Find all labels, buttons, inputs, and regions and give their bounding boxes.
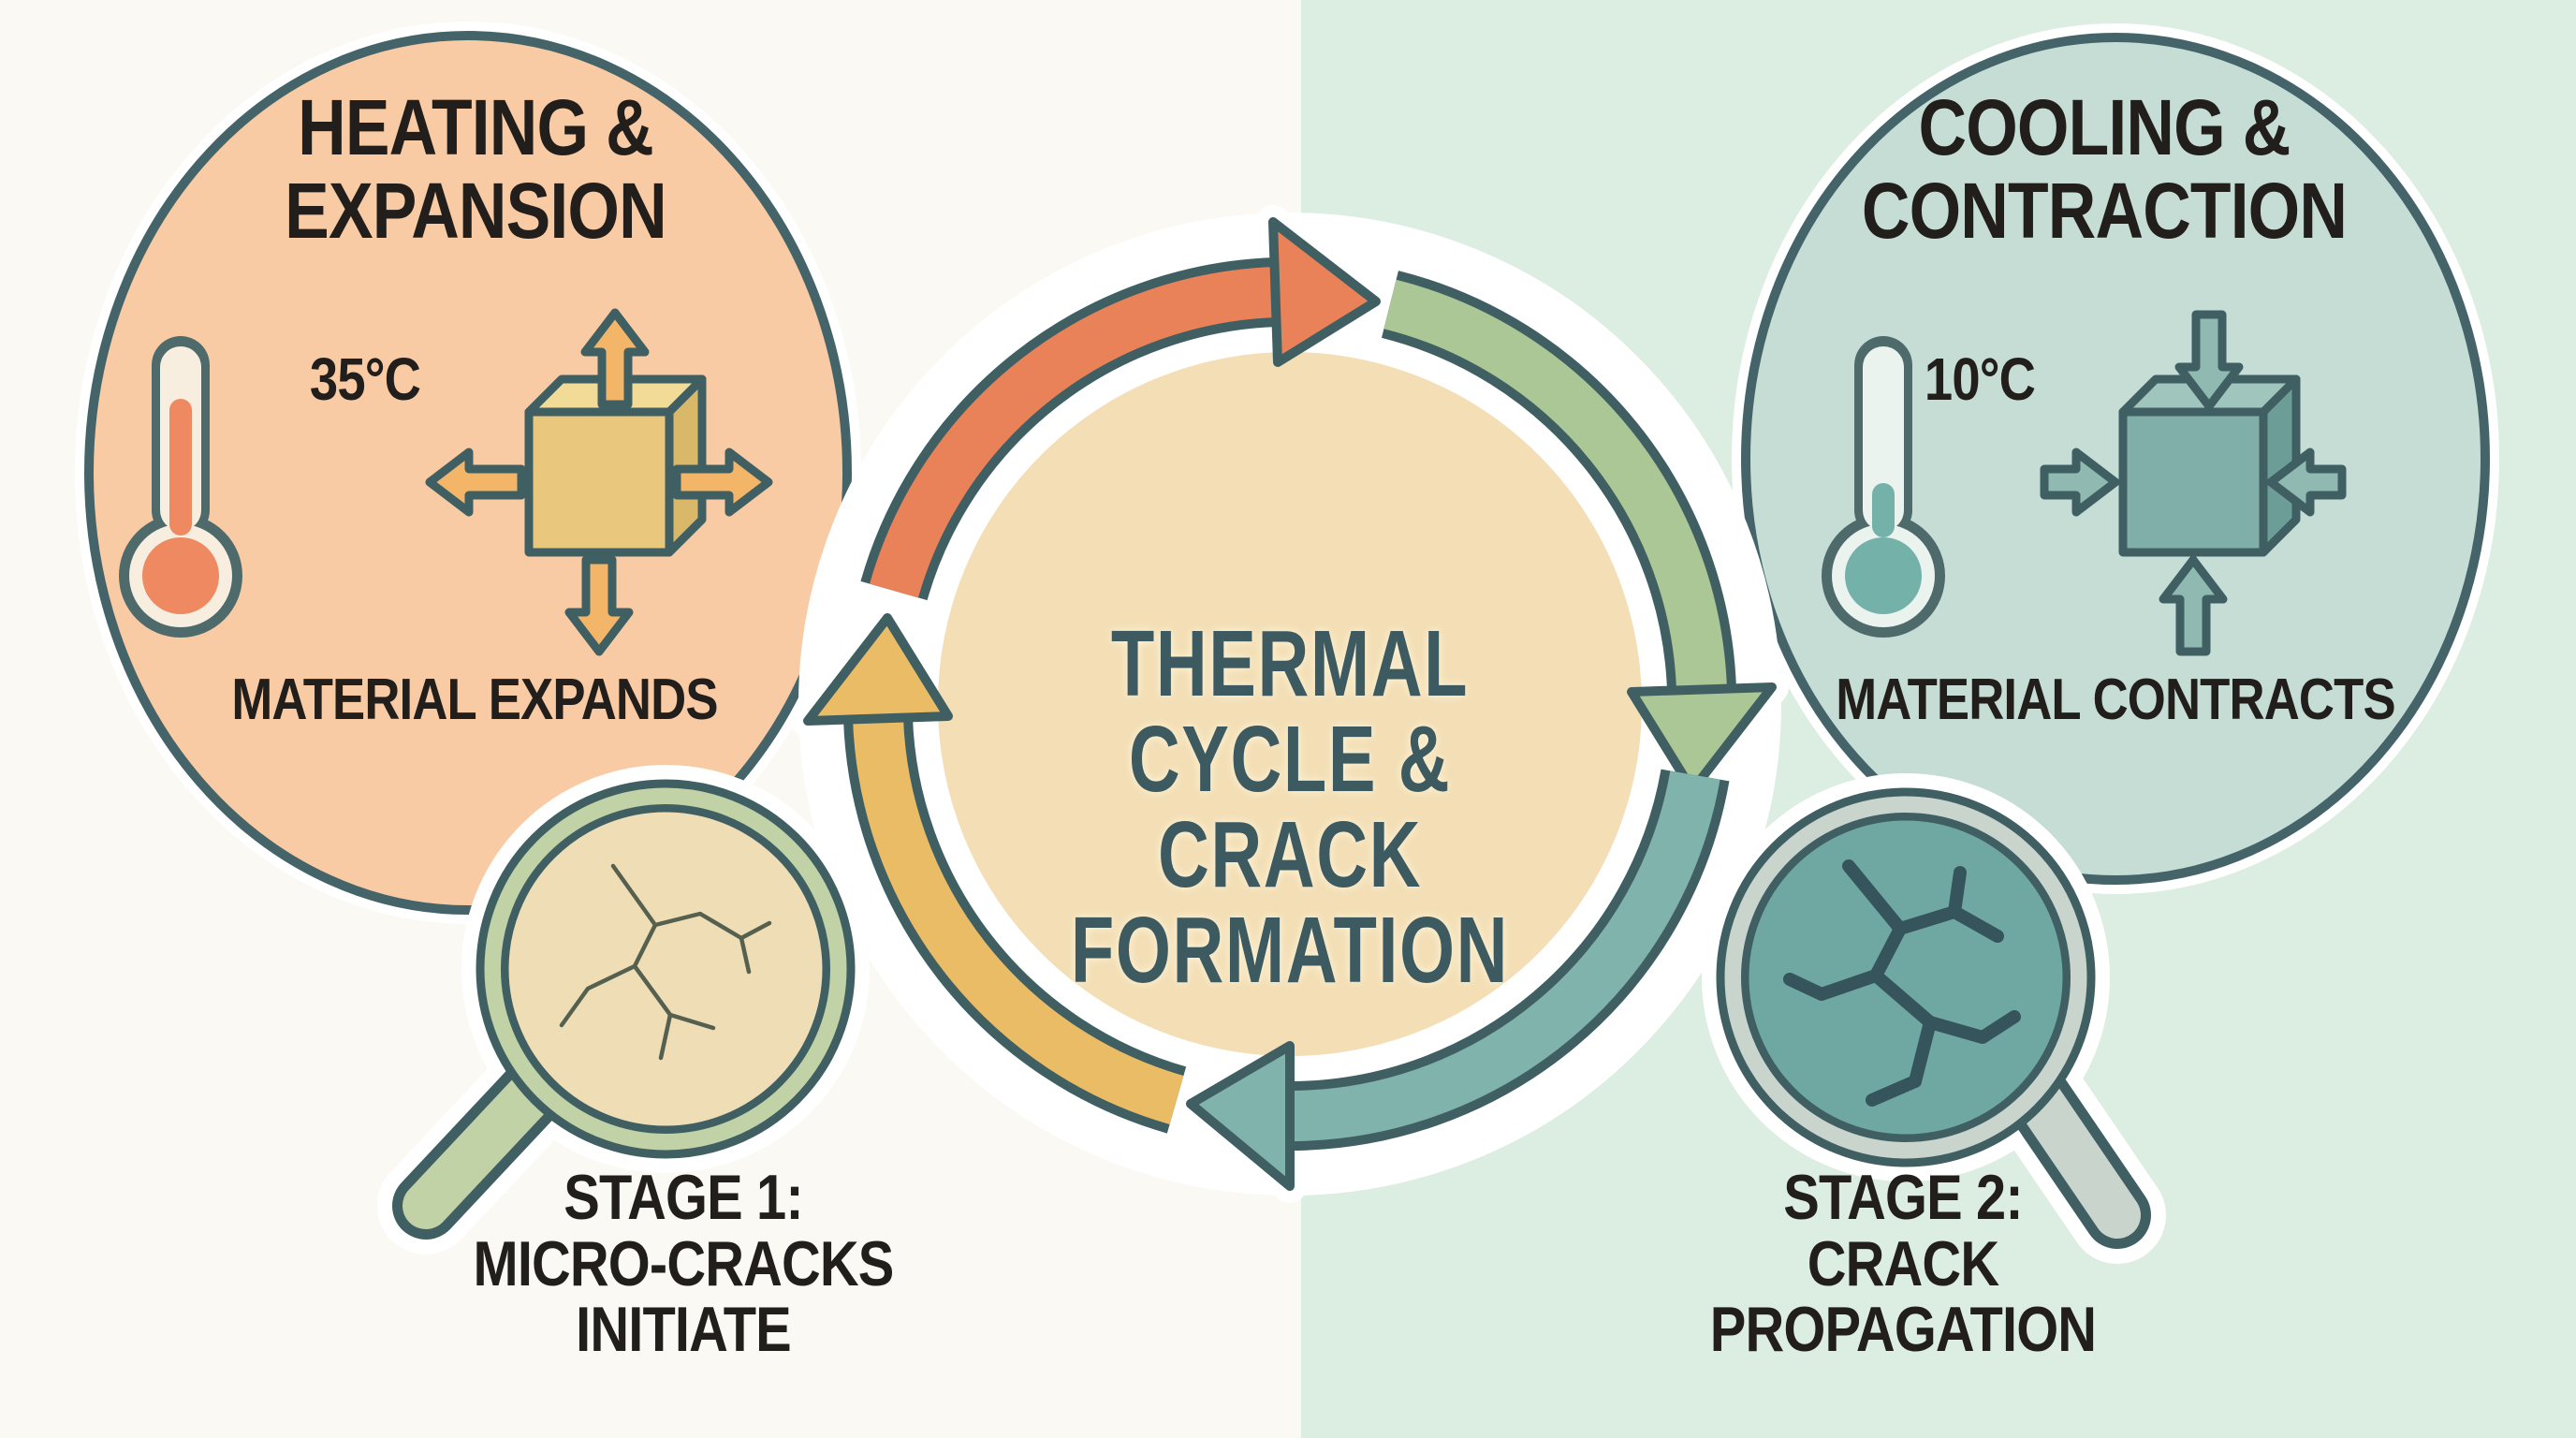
expand-arrow-down-icon xyxy=(564,555,634,656)
heating-title-line1: HEATING & xyxy=(298,83,654,171)
contraction-cube-icon xyxy=(2040,310,2347,656)
thermometer-hot-icon xyxy=(119,336,242,638)
expansion-cube-icon xyxy=(425,308,773,656)
magnifier-crack-icon xyxy=(1702,773,2166,1264)
stage2-label: STAGE 2: CRACK PROPAGATION xyxy=(1664,1165,2142,1363)
cooling-title: COOLING & CONTRACTION xyxy=(1826,83,2383,256)
cooling-arc xyxy=(1186,769,1730,1191)
thermal-cycle-ring xyxy=(791,205,1789,1203)
micro-cracks xyxy=(559,863,772,1061)
stage2-label-line2: CRACK xyxy=(1807,1227,1999,1299)
propagated-cracks xyxy=(1783,859,2021,1107)
contract-arrow-up-icon xyxy=(2159,555,2228,656)
stage1-label: STAGE 1: MICRO-CRACKS INITIATE xyxy=(445,1165,922,1363)
cycle-title-line2: CRACK FORMATION xyxy=(1070,802,1510,1003)
heating-title-line2: EXPANSION xyxy=(285,167,666,256)
center-disc xyxy=(938,352,1642,1056)
cycle-title: THERMAL CYCLE & CRACK FORMATION xyxy=(1041,616,1539,998)
expand-arrow-left-icon xyxy=(425,448,526,517)
cooling-circle xyxy=(1732,23,2499,894)
contract-arrow-right-icon xyxy=(2040,448,2120,517)
thermometer-cold-icon xyxy=(1822,336,1945,638)
contract-arrow-left-icon xyxy=(2266,448,2347,517)
cooling-temperature-label: 10°C xyxy=(1924,345,2036,413)
contract-arrow-down-icon xyxy=(2174,310,2244,411)
stage1-label-line2: MICRO-CRACKS xyxy=(473,1227,895,1299)
cooling-arrowhead-icon xyxy=(1186,1041,1295,1191)
stage1-label-line3: INITIATE xyxy=(576,1294,792,1366)
stage2-label-line1: STAGE 2: xyxy=(1783,1162,2023,1233)
heating-temperature-label: 35°C xyxy=(309,345,421,413)
reheat-arrowhead-icon xyxy=(803,613,953,726)
cooling-title-line2: CONTRACTION xyxy=(1861,167,2348,256)
heating-title: HEATING & EXPANSION xyxy=(198,83,754,256)
cooling-caption: MATERIAL CONTRACTS xyxy=(1836,668,2395,732)
reheat-arc xyxy=(803,613,1187,1134)
stage2-label-line3: PROPAGATION xyxy=(1709,1294,2097,1366)
cooling-title-line1: COOLING & xyxy=(1918,83,2291,171)
cooling-start-arc xyxy=(1381,271,1777,795)
expand-arrow-right-icon xyxy=(672,448,773,517)
expand-arrow-up-icon xyxy=(580,308,650,409)
stage1-label-line1: STAGE 1: xyxy=(564,1162,803,1233)
heating-arrowhead-icon xyxy=(1268,217,1381,367)
cycle-title-line1: THERMAL CYCLE & xyxy=(1110,611,1470,812)
heating-caption: MATERIAL EXPANDS xyxy=(231,668,718,732)
magnifier-microcracks-icon xyxy=(377,765,870,1255)
cooling-start-arrowhead-icon xyxy=(1627,682,1777,795)
heating-arc xyxy=(860,217,1381,601)
